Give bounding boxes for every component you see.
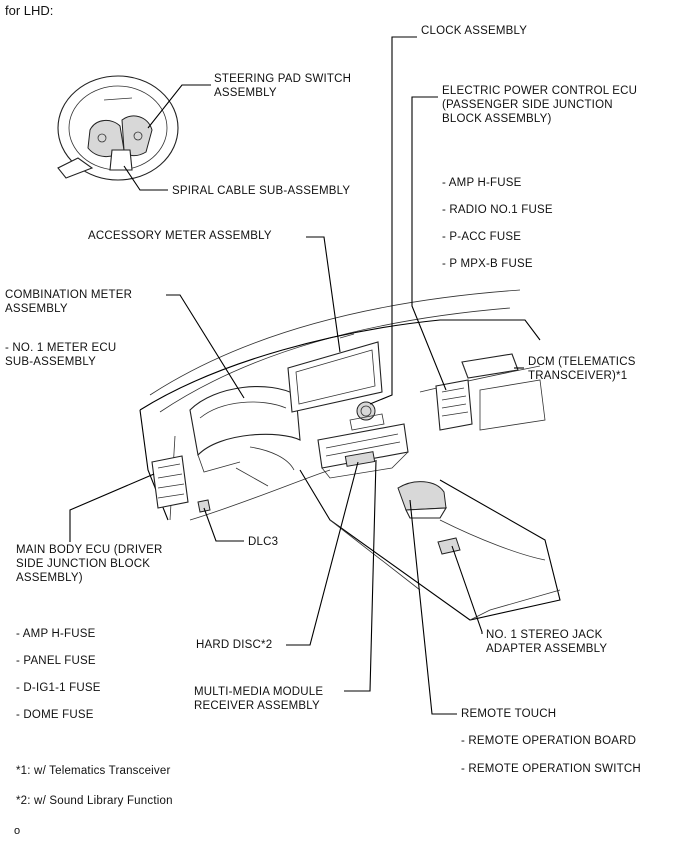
accessory-meter-label: ACCESSORY METER ASSEMBLY bbox=[88, 230, 272, 242]
dlc3-label: DLC3 bbox=[248, 536, 279, 548]
hard-disc-label: HARD DISC*2 bbox=[196, 639, 273, 651]
passenger-fuse-item: - AMP H-FUSE bbox=[442, 177, 522, 189]
header-label: for LHD: bbox=[5, 3, 54, 18]
passenger-fuse-item: - P MPX-B FUSE bbox=[442, 258, 533, 270]
stereo-jack-drawing bbox=[437, 537, 461, 555]
remote-touch-item: - REMOTE OPERATION SWITCH bbox=[461, 763, 641, 775]
electric-power-control-ecu-label: ELECTRIC POWER CONTROL ECU (PASSENGER SI… bbox=[442, 85, 638, 125]
combination-meter-label: COMBINATION METER ASSEMBLY bbox=[5, 289, 133, 315]
driver-fuse-item: - AMP H-FUSE bbox=[16, 628, 96, 640]
accessory-meter-drawing bbox=[287, 333, 383, 413]
combination-meter-drawing bbox=[189, 386, 301, 473]
steering-pad-switch-label: STEERING PAD SWITCH ASSEMBLY bbox=[214, 73, 352, 99]
remote-touch-drawing bbox=[397, 481, 448, 519]
steering-wheel-drawing bbox=[57, 75, 179, 181]
main-body-ecu-drawing bbox=[151, 455, 189, 509]
remote-touch-item: - REMOTE OPERATION BOARD bbox=[461, 735, 637, 747]
leader-lines bbox=[69, 36, 524, 715]
driver-fuse-item: - PANEL FUSE bbox=[16, 655, 96, 667]
meter-ecu-label: - NO. 1 METER ECU SUB-ASSEMBLY bbox=[5, 342, 117, 368]
stereo-jack-label: NO. 1 STEREO JACK ADAPTER ASSEMBLY bbox=[486, 629, 608, 655]
footnote-1: *1: w/ Telematics Transceiver bbox=[16, 765, 171, 777]
multimedia-receiver-label: MULTI-MEDIA MODULE RECEIVER ASSEMBLY bbox=[194, 686, 324, 712]
footnote-2: *2: w/ Sound Library Function bbox=[16, 795, 173, 807]
passenger-fuse-item: - P-ACC FUSE bbox=[442, 231, 522, 243]
dcm-drawing bbox=[461, 353, 519, 379]
corner-mark: o bbox=[14, 825, 21, 837]
passenger-junction-block-drawing bbox=[435, 379, 473, 431]
driver-fuse-item: - D-IG1-1 FUSE bbox=[16, 682, 101, 694]
remote-touch-label: REMOTE TOUCH bbox=[461, 708, 557, 720]
center-stack-drawing bbox=[317, 423, 409, 479]
dcm-label: DCM (TELEMATICS TRANSCEIVER)*1 bbox=[528, 356, 636, 382]
clock-assembly-label: CLOCK ASSEMBLY bbox=[421, 25, 528, 37]
clock-drawing bbox=[349, 401, 385, 431]
driver-fuse-item: - DOME FUSE bbox=[16, 709, 94, 721]
spiral-cable-label: SPIRAL CABLE SUB-ASSEMBLY bbox=[172, 185, 351, 197]
dlc3-drawing bbox=[197, 499, 211, 513]
main-body-ecu-label: MAIN BODY ECU (DRIVER SIDE JUNCTION BLOC… bbox=[16, 544, 163, 584]
passenger-fuse-item: - RADIO NO.1 FUSE bbox=[442, 204, 553, 216]
